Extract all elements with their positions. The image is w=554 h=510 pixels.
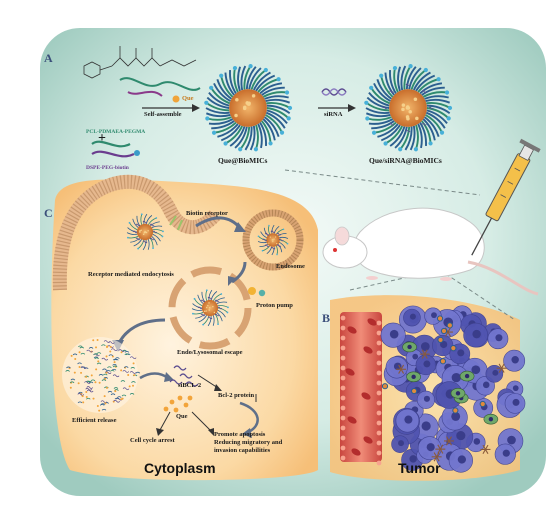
cell-cycle-label: Cell cycle arrest <box>130 438 175 445</box>
proton-pump-label: Proton pump <box>256 303 293 310</box>
panel-label-c: C <box>44 207 53 219</box>
micelle2-label: Que/siRNA@BioMICs <box>369 157 442 165</box>
panel-label-a: A <box>44 52 53 64</box>
proton-icon <box>248 287 256 295</box>
proton-pump-icon <box>259 290 265 296</box>
rme-label: Receptor mediated endocytosis <box>88 272 174 279</box>
endosome-label: Endosome <box>276 264 305 271</box>
biotin-end-icon <box>134 150 140 156</box>
micelle1-label: Que@BioMICs <box>218 157 267 165</box>
cytoplasm-title: Cytoplasm <box>144 461 216 475</box>
que-label: Que <box>182 96 194 103</box>
biotin-receptor-label: Biotin receptor <box>186 211 228 218</box>
polymer2-label: DSPE-PEG-biotin <box>86 166 129 172</box>
plus-sign: + <box>98 132 106 146</box>
self-assemble-label: Self-assemble <box>144 112 182 119</box>
apoptosis-label: Promote apoptosis <box>214 432 265 439</box>
que-molecule-icon <box>173 96 180 103</box>
sibcl2-label: siBCL-2 <box>178 383 201 390</box>
migration-label-2: invasion capabilities <box>214 448 270 455</box>
panel-label-b: B <box>322 312 330 324</box>
release-label: Efficient release <box>72 418 116 425</box>
sirna-label: siRNA <box>324 112 342 119</box>
mouse-eye-icon <box>333 248 337 252</box>
bcl2-label: Bcl-2 protein <box>218 393 254 400</box>
tumor-cells-cluster <box>381 306 525 473</box>
migration-label-1: Reducing migratory and <box>214 440 282 447</box>
tumor-title: Tumor <box>398 461 441 475</box>
polymer1-label: PCL-PDMAEA-PEGMA <box>86 130 145 136</box>
escape-label: Endo/Lysosomal escape <box>177 350 243 357</box>
blood-vessel <box>340 312 382 462</box>
que-label-c: Que <box>176 414 188 421</box>
